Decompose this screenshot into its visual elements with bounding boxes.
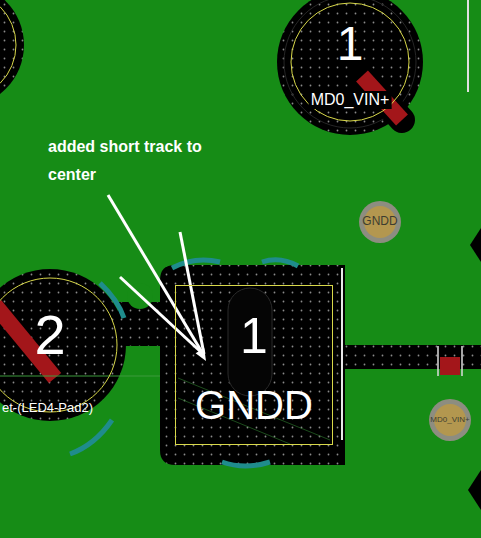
zone-cutout <box>470 228 481 262</box>
via-ring <box>359 201 401 243</box>
round-pad: 2 et-(LED4-Pad2) <box>0 277 118 413</box>
pad-ring <box>284 0 416 128</box>
arrow-head <box>196 348 206 361</box>
pad-clearance <box>277 0 423 135</box>
net-name: GNDD <box>362 215 397 228</box>
thermal-arc <box>100 283 124 318</box>
edge-line <box>437 346 439 376</box>
thermal-arc <box>172 260 220 268</box>
pad-outline <box>291 3 409 121</box>
thermal-arc <box>222 462 270 466</box>
pad-outline <box>0 0 16 99</box>
pad-number: 2 <box>34 304 65 366</box>
zone-cutout <box>468 470 481 510</box>
net-name: MD0_VIN+ <box>430 416 469 425</box>
guide-line <box>0 376 175 377</box>
edge-line <box>467 0 469 92</box>
leader-line <box>120 277 202 353</box>
square-pad: 1GNDD <box>175 285 333 445</box>
edge-line <box>461 346 463 376</box>
via: MD0_VIN+ <box>428 398 472 442</box>
via: GNDD <box>358 200 402 244</box>
annotation-note: added short track to center <box>48 133 228 189</box>
pad-number: 1 <box>240 309 268 364</box>
via-ring <box>429 399 471 441</box>
thermal-arc <box>70 420 112 454</box>
pad-clearance <box>0 269 126 421</box>
net-name: et-(LED4-Pad2) <box>2 401 93 415</box>
edge-line <box>341 268 343 440</box>
pad-clearance <box>0 0 24 107</box>
pad-outline <box>0 278 117 412</box>
round-pad: 1MD0_VIN+ <box>290 2 410 122</box>
pad-outline <box>176 286 333 445</box>
pad-number: 1 <box>337 18 364 71</box>
hatch-line <box>178 378 330 440</box>
pad-clearance <box>160 265 345 465</box>
leader-line <box>108 195 203 354</box>
drill-slot <box>228 288 272 396</box>
net-name: MD0_VIN+ <box>309 91 392 109</box>
copper-track <box>440 357 460 375</box>
thermal-arc <box>262 260 298 266</box>
net-name: GNDD <box>195 383 313 427</box>
